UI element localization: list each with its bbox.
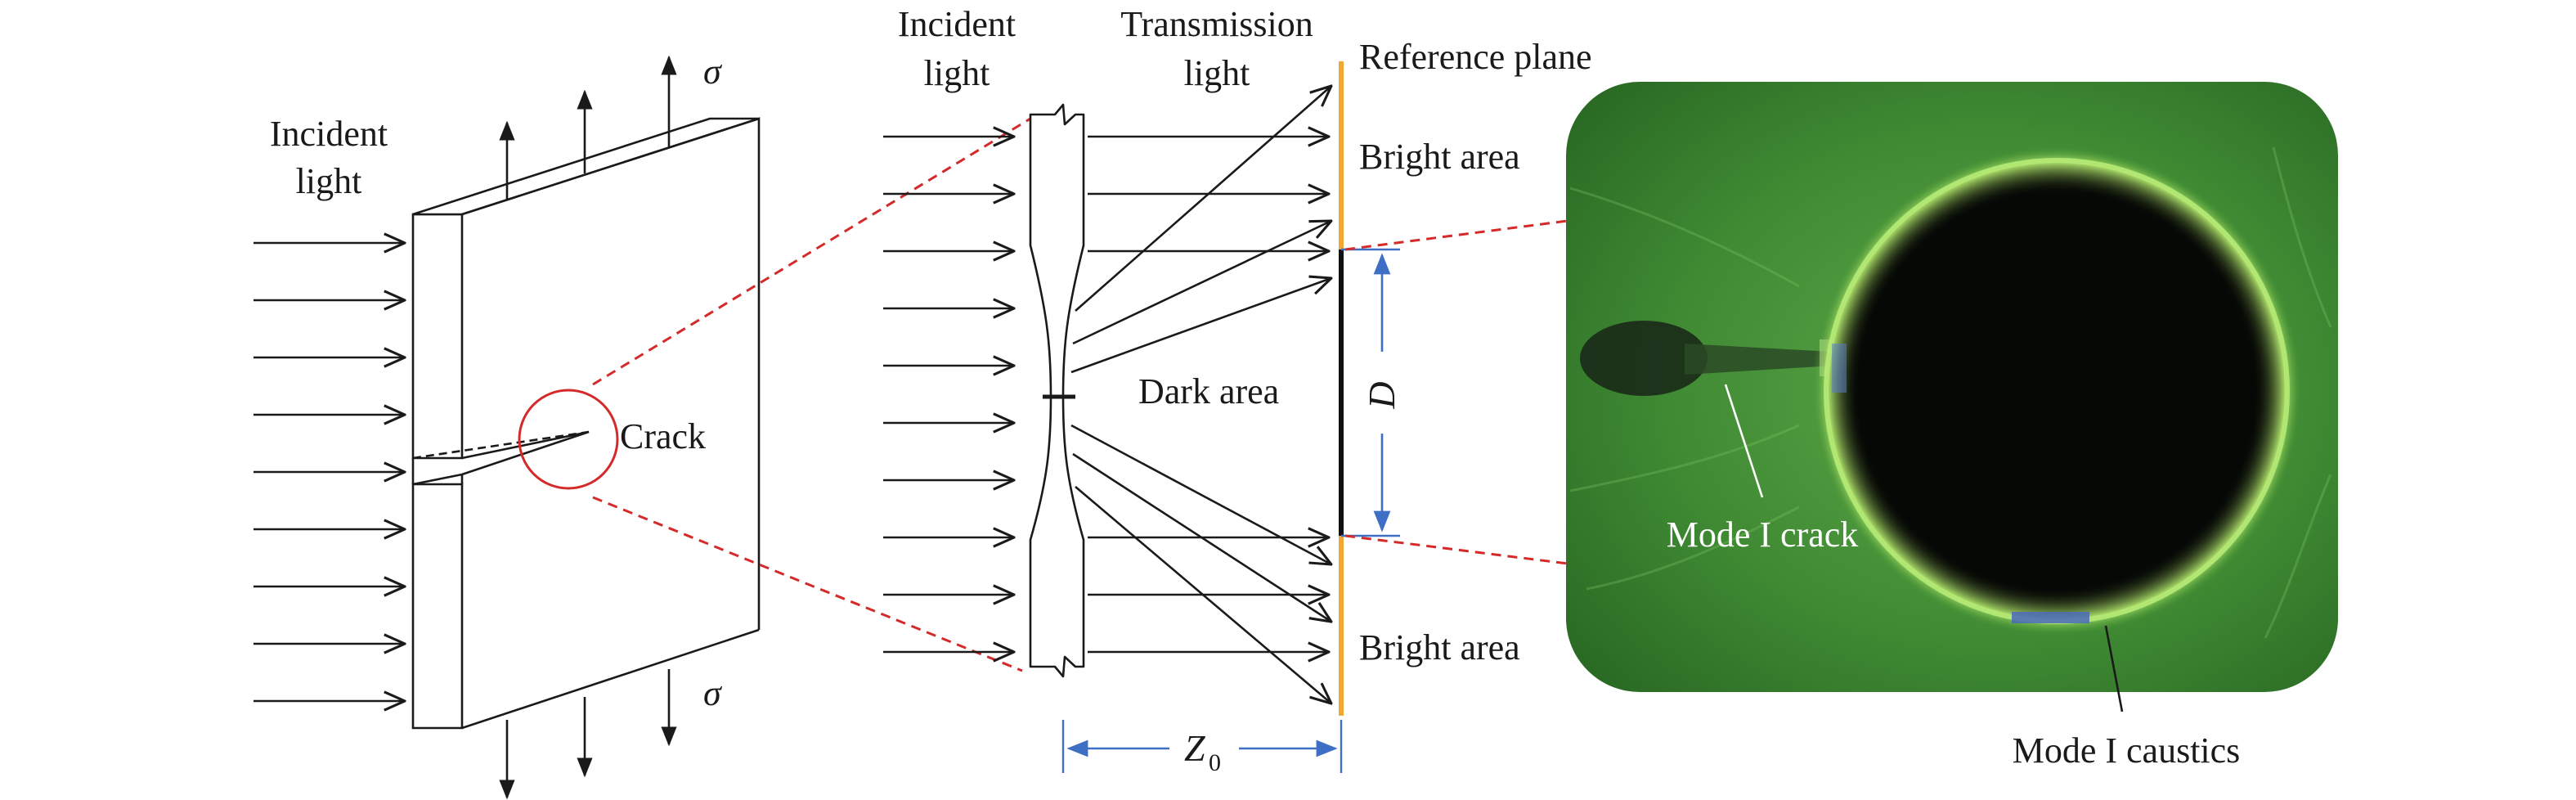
sigma-bottom-label: σ [703, 673, 723, 713]
specimen-plate [411, 117, 761, 730]
specimen-cross-section [1029, 103, 1085, 678]
middle-incident-light-line2: light [924, 53, 990, 93]
middle-optics-group: D Z 0 Incident light Transmission light … [883, 4, 1592, 776]
sigma-top-label: σ [703, 52, 723, 92]
crack-label: Crack [620, 416, 706, 456]
left-incident-arrows [254, 243, 405, 701]
middle-incident-arrows [883, 137, 1014, 652]
dark-area-label: Dark area [1138, 371, 1279, 411]
dimension-D-label: D [1361, 381, 1402, 409]
mode-caustics-pointer [2104, 625, 2124, 712]
top-load-arrows [499, 55, 677, 200]
middle-incident-light-line1: Incident [898, 4, 1016, 44]
transmitted-deflected-rays [1070, 86, 1331, 703]
transmission-light-line1: Transmission [1120, 4, 1313, 44]
mode-crack-pointer [1724, 384, 1764, 498]
crack-highlight-circle [518, 389, 619, 490]
left-incident-light-line2: light [296, 161, 362, 201]
bright-area-top-label: Bright area [1359, 137, 1520, 177]
dimension-Z0: Z 0 [1061, 720, 1343, 776]
mode-crack-label: Mode I crack [1667, 515, 1859, 555]
reference-plane-label: Reference plane [1359, 37, 1592, 77]
dimension-Z0-subscript: 0 [1209, 749, 1221, 776]
dimension-D: D [1341, 248, 1402, 537]
left-specimen-group: Incident light σ σ Crack [254, 52, 761, 800]
bottom-load-arrows [499, 669, 677, 800]
caustics-photo: Mode I crack Mode I caustics [1566, 82, 2338, 771]
zoom-lines-left [592, 117, 1031, 672]
mode-caustics-label: Mode I caustics [2013, 730, 2241, 771]
dimension-Z0-label: Z [1184, 727, 1205, 769]
transmission-light-line2: light [1184, 53, 1250, 93]
bright-area-bottom-label: Bright area [1359, 627, 1520, 667]
left-incident-light-line1: Incident [270, 114, 388, 154]
